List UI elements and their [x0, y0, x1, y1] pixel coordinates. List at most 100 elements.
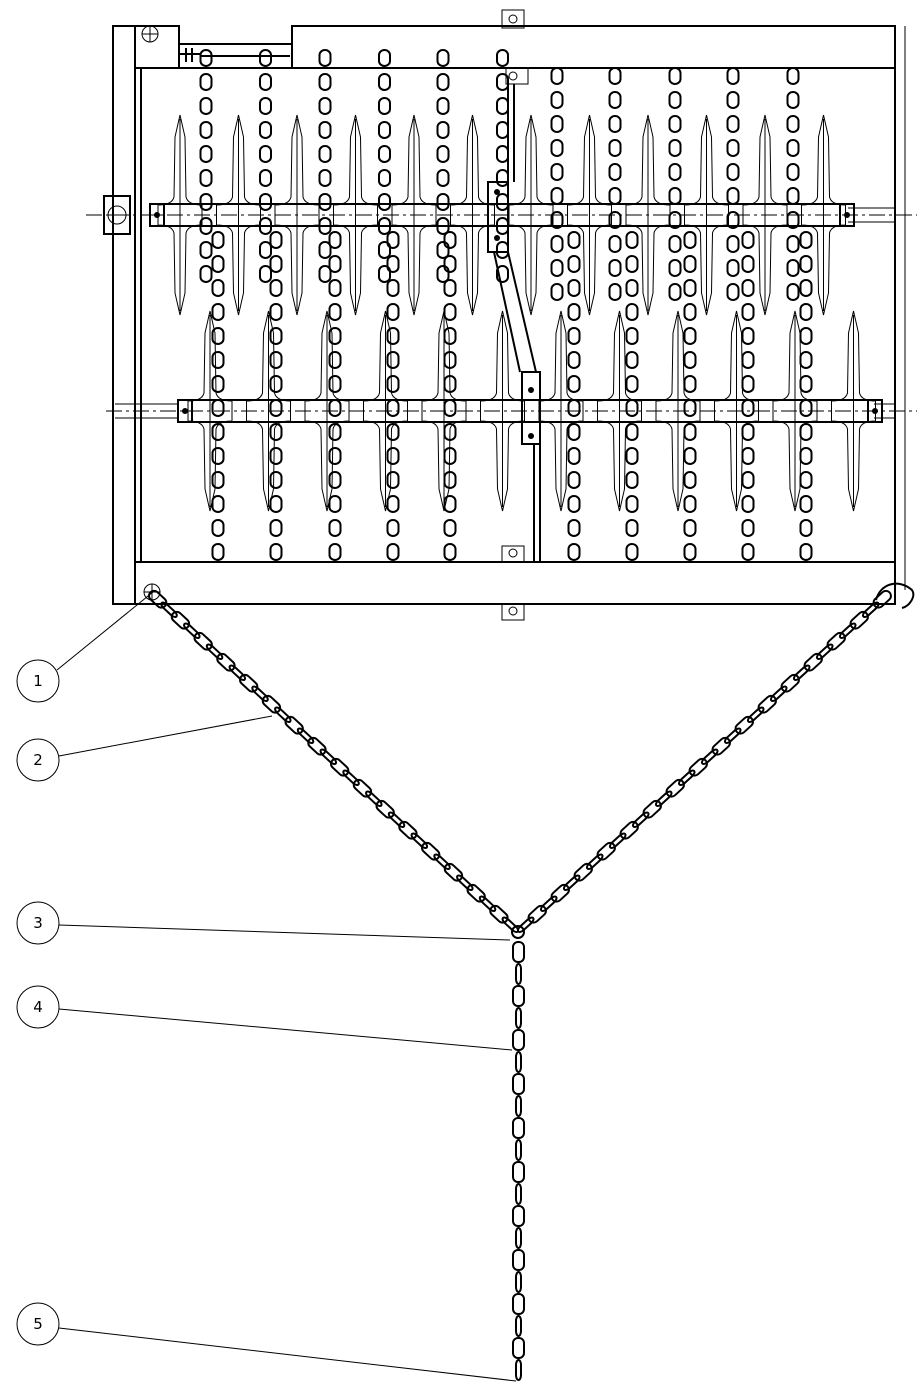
chain-link — [443, 303, 457, 321]
chain-link — [741, 375, 755, 393]
chain-link — [512, 1029, 525, 1051]
chain — [328, 231, 342, 561]
tine — [742, 114, 788, 316]
chain-link — [608, 259, 622, 277]
tine — [421, 310, 467, 512]
chain-link — [318, 97, 332, 115]
chain-link — [786, 187, 800, 205]
tine — [304, 310, 350, 512]
chain-link — [786, 259, 800, 277]
chain — [799, 231, 813, 561]
sling-chain-right — [516, 589, 892, 933]
chain-link — [567, 279, 581, 297]
callout-label: 1 — [33, 672, 43, 690]
chain-link — [741, 519, 755, 537]
chain-link — [378, 169, 391, 187]
chain-link — [386, 447, 400, 465]
chain-link — [199, 265, 213, 283]
chain-link — [550, 67, 564, 85]
chain-link — [683, 255, 697, 273]
chain-link — [786, 91, 800, 109]
chain-link — [786, 115, 800, 133]
chain-link — [625, 471, 639, 489]
chain-link — [436, 265, 450, 283]
hanging-chain-row — [199, 49, 813, 561]
chain-link — [550, 259, 564, 277]
chain-link — [608, 67, 622, 85]
chain-link — [550, 211, 564, 229]
chain-link — [443, 327, 457, 345]
frame-top-bar — [291, 25, 896, 69]
chain-link — [515, 963, 522, 985]
chain-link — [259, 217, 272, 235]
chain-link — [443, 471, 457, 489]
chain-link — [443, 351, 457, 369]
chain-link — [478, 895, 497, 912]
chain-link — [608, 832, 627, 849]
chain-link — [683, 279, 697, 297]
chain-link — [515, 1051, 522, 1073]
chain-link — [741, 351, 755, 369]
chain-link — [328, 231, 342, 249]
tine — [684, 114, 729, 316]
chain-link — [741, 543, 755, 561]
chain-link — [608, 211, 622, 229]
chain-link — [375, 799, 395, 819]
frame-left-post — [112, 25, 136, 605]
chain-link — [726, 211, 740, 229]
chain-link — [786, 283, 800, 301]
chain-link — [496, 49, 509, 67]
chain-link — [443, 862, 464, 882]
chain-link — [665, 778, 685, 798]
chain-link — [319, 748, 338, 765]
chain — [259, 49, 272, 283]
chain-link — [642, 799, 662, 819]
chain-link — [398, 820, 418, 840]
chain-link — [269, 255, 283, 273]
chain-link — [683, 375, 697, 393]
chain-link — [746, 706, 765, 723]
tine — [508, 114, 554, 316]
chain-link — [567, 519, 581, 537]
chain-link — [259, 241, 272, 259]
chain-link — [211, 303, 225, 321]
chain-link — [726, 259, 740, 277]
chain — [496, 49, 509, 283]
chain-link — [741, 495, 755, 513]
chain-link — [199, 193, 213, 211]
chain — [726, 67, 740, 301]
chain-link — [378, 97, 391, 115]
chain-link — [799, 279, 813, 297]
chain-link — [726, 139, 740, 157]
chain-link — [683, 423, 697, 441]
tine — [216, 114, 261, 316]
chain-link — [838, 622, 857, 639]
chain-link — [550, 235, 564, 253]
chain-link — [386, 303, 400, 321]
chain-link — [799, 399, 813, 417]
chain-link — [668, 91, 682, 109]
chain-link — [269, 279, 283, 297]
leader-line — [56, 591, 154, 671]
chain-link — [199, 241, 213, 259]
chain-link — [496, 73, 509, 91]
chain — [625, 231, 639, 561]
chain-link — [436, 73, 450, 91]
chain-link — [318, 241, 332, 259]
chain-link — [683, 471, 697, 489]
chain-link — [489, 904, 509, 924]
drop-chain — [512, 941, 525, 1381]
chain — [378, 49, 391, 283]
chain-link — [515, 1227, 522, 1249]
chain-link — [683, 351, 697, 369]
chain-link — [284, 715, 304, 735]
chain-link — [677, 769, 696, 786]
chain-link — [386, 327, 400, 345]
chain — [199, 49, 213, 283]
chain-link — [386, 399, 400, 417]
chain-link — [170, 610, 191, 630]
chain-link — [193, 631, 213, 651]
chain-link — [726, 187, 740, 205]
chain — [318, 49, 332, 283]
